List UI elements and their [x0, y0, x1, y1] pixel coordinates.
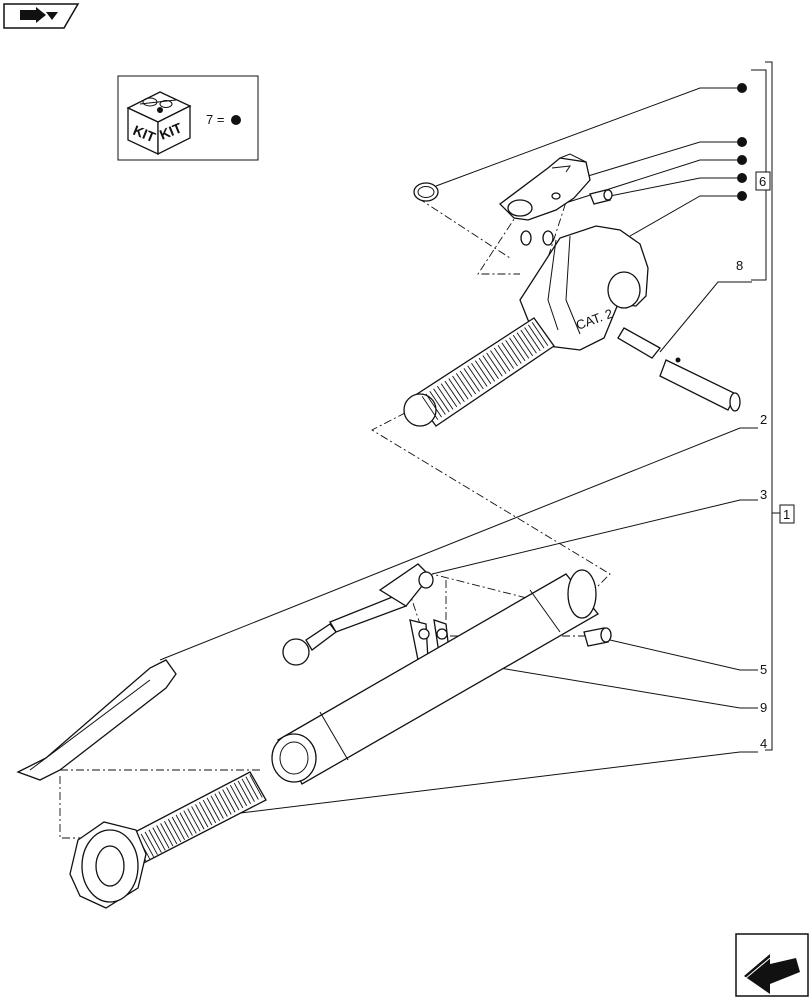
callout-2: 2	[760, 412, 767, 427]
kit-dot	[737, 83, 747, 93]
thread-ridge	[490, 350, 507, 374]
thread-ridge	[444, 380, 461, 405]
bracket-group-1: 1	[765, 61, 795, 751]
thread-ridge	[249, 774, 263, 798]
thread-ridge	[482, 355, 499, 380]
o-ring-part	[413, 182, 439, 202]
book-arrow-icon[interactable]	[3, 3, 80, 29]
thread-ridge	[140, 833, 155, 858]
thread-ridge	[421, 396, 439, 420]
thread-ridge	[210, 795, 224, 819]
thread-ridge	[241, 778, 255, 802]
roll-pin-part	[589, 189, 613, 205]
thread-ridge	[436, 385, 454, 410]
thread-ridge	[179, 812, 193, 836]
thread-ridge	[520, 329, 537, 354]
thread-ridge	[471, 362, 488, 387]
rod-part	[16, 659, 177, 781]
thread-ridge	[198, 801, 213, 826]
kit-word-right: KIT	[157, 119, 184, 142]
thread-ridge	[478, 357, 496, 382]
callout-6: 6	[759, 174, 766, 189]
thread-ridge	[501, 342, 518, 367]
kit-dot	[737, 137, 747, 147]
thread-ridge	[218, 791, 232, 815]
kit-legend-equation: 7 =	[206, 112, 224, 127]
spring-and-pin-part	[617, 327, 741, 412]
kit-dot	[737, 155, 747, 165]
thread-ridge	[191, 806, 205, 830]
thread-ridge	[167, 818, 182, 843]
roll-pin-5-part	[583, 627, 612, 647]
kit-dots	[737, 83, 747, 201]
ball-eye-end-part	[69, 821, 147, 909]
thread-ridge	[505, 339, 522, 364]
thread-ridge	[463, 368, 480, 392]
thread-ridge	[425, 393, 442, 418]
thread-ridge	[233, 782, 248, 807]
thread-ridge	[222, 789, 236, 813]
kit-legend: KIT KIT 7 =	[117, 75, 259, 161]
thread-ridge	[429, 391, 446, 415]
bracket-group-6: 6	[751, 69, 771, 281]
thread-ridge	[183, 810, 197, 834]
thread-ridge	[433, 388, 450, 413]
thread-ridge	[206, 797, 220, 821]
thread-ridge	[467, 365, 484, 390]
kit-dot	[737, 173, 747, 183]
leader-lines	[159, 87, 758, 819]
thread-ridge	[156, 825, 170, 849]
thread-ridge	[226, 787, 240, 811]
thread-ridge	[202, 799, 217, 824]
thread-ridge	[237, 780, 251, 804]
thread-ridge	[486, 352, 503, 377]
thread-ridge	[152, 827, 166, 851]
thread-ridge	[214, 793, 228, 817]
thread-ridge	[459, 370, 477, 395]
thread-ridge	[516, 332, 534, 357]
callout-4: 4	[760, 736, 767, 751]
thread-ridge	[160, 823, 174, 847]
thread-ridge	[175, 814, 189, 838]
thread-ridge	[171, 816, 186, 841]
kit-word-left: KIT	[131, 122, 158, 145]
thread-ridge	[148, 829, 162, 853]
thread-ridge	[144, 831, 158, 855]
thread-ridge	[440, 383, 458, 408]
thread-ridge	[528, 324, 545, 349]
thread-ridge	[531, 322, 549, 346]
thread-ridge	[512, 334, 530, 359]
kit-box-icon	[126, 91, 192, 156]
thread-ridge	[195, 804, 209, 828]
kit-legend-dot	[231, 115, 241, 125]
threaded-end-part	[115, 771, 267, 871]
callout-9: 9	[760, 700, 767, 715]
small-springs	[520, 230, 554, 246]
latch-part	[499, 153, 591, 221]
callout-5: 5	[760, 662, 767, 677]
thread-ridge	[187, 808, 201, 832]
thread-ridge	[497, 345, 515, 369]
thread-ridge	[229, 784, 244, 809]
outer-tube-part	[271, 569, 599, 785]
thread-ridge	[448, 378, 465, 403]
thread-ridge	[245, 776, 259, 800]
thread-ridge	[493, 347, 511, 372]
next-page-arrow-icon[interactable]	[735, 933, 809, 997]
thread-ridge	[164, 821, 178, 845]
lever-part	[282, 563, 434, 666]
thread-ridge	[509, 337, 526, 362]
thread-ridge	[452, 375, 469, 400]
hook-threaded-shaft	[403, 317, 555, 427]
thread-ridge	[455, 373, 473, 397]
callout-3: 3	[760, 487, 767, 502]
callout-8: 8	[736, 258, 743, 273]
callout-1: 1	[783, 507, 790, 522]
thread-ridge	[524, 327, 541, 351]
kit-dot	[737, 191, 747, 201]
thread-ridge	[474, 360, 492, 385]
